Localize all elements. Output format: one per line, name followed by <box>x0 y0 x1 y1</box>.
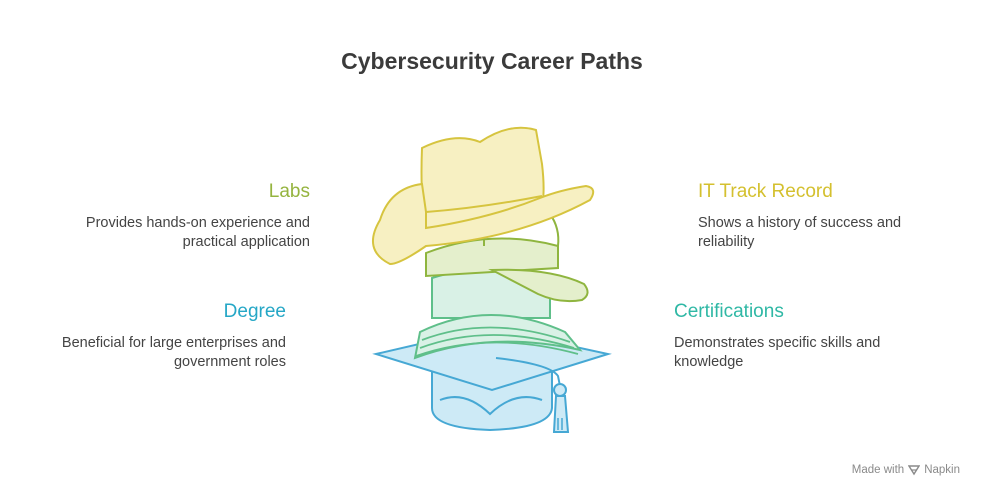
baseball-cap-icon <box>425 213 589 303</box>
certifications-heading: Certifications <box>674 301 784 322</box>
certifications-block: Certifications Demonstrates specific ski… <box>674 300 934 372</box>
page-title: Cybersecurity Career Paths <box>341 48 643 74</box>
certifications-description-line2: knowledge <box>674 354 744 370</box>
degree-heading: Degree <box>223 301 286 322</box>
certifications-description-line1: Demonstrates specific skills and <box>674 335 881 351</box>
degree-description-line2: government roles <box>173 354 286 370</box>
it-track-record-description-line1: Shows a history of success and <box>698 215 902 231</box>
labs-description-line1: Provides hands-on experience and <box>85 215 310 231</box>
it-track-record-heading: IT Track Record <box>698 181 833 202</box>
it-track-record-description-line2: reliability <box>698 234 755 250</box>
degree-block: Degree Beneficial for large enterprises … <box>20 300 286 372</box>
degree-description-line1: Beneficial for large enterprises and <box>61 335 286 351</box>
labs-description-line2: practical application <box>182 234 310 250</box>
labs-block: Labs Provides hands-on experience and pr… <box>40 180 310 252</box>
made-with-text: Made with <box>851 464 905 476</box>
footer-credit: Made with Napkin <box>852 464 960 476</box>
napkin-brand-text: Napkin <box>924 464 960 476</box>
cowboy-hat-icon <box>371 126 595 266</box>
napkin-logo-icon <box>908 465 921 476</box>
labs-heading: Labs <box>268 181 310 202</box>
it-track-record-block: IT Track Record Shows a history of succe… <box>698 180 948 252</box>
stacked-hats-icon <box>371 126 612 433</box>
